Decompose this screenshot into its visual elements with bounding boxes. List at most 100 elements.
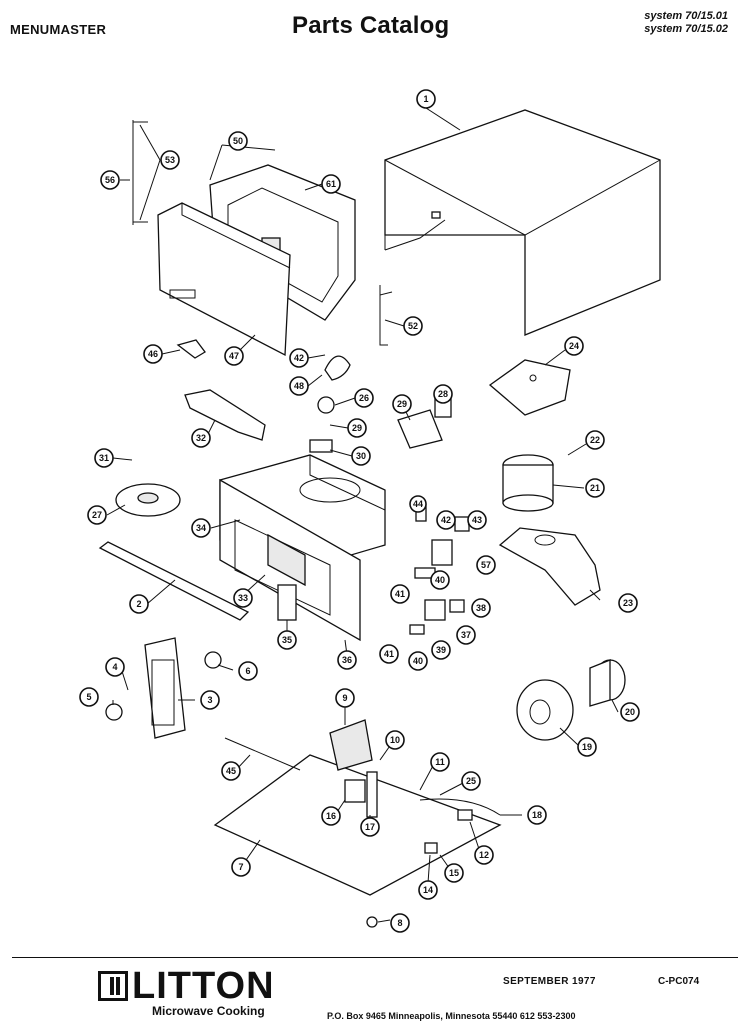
catalog-date: SEPTEMBER 1977 xyxy=(503,976,596,987)
svg-text:45: 45 xyxy=(226,766,236,776)
exploded-parts-diagram: 1 50 53 56 61 52 46 47 42 48 24 26 28 29… xyxy=(79,89,661,933)
svg-text:24: 24 xyxy=(569,341,579,351)
callout: 34 xyxy=(191,518,211,538)
part-door-handle xyxy=(132,120,148,225)
part-magnetron xyxy=(329,719,378,818)
callout: 7 xyxy=(231,857,251,877)
litton-logo-mark xyxy=(98,971,128,1001)
part-41 xyxy=(409,624,425,635)
callout: 38 xyxy=(471,598,491,618)
callout: 14 xyxy=(418,880,438,900)
callout: 29 xyxy=(347,418,367,438)
part-blower xyxy=(516,679,574,741)
svg-text:39: 39 xyxy=(436,645,446,655)
litton-logo: LITTON xyxy=(98,967,275,1005)
svg-text:43: 43 xyxy=(472,515,482,525)
callout: 35 xyxy=(277,630,297,650)
callout: 43 xyxy=(467,510,487,530)
callout: 20 xyxy=(620,702,640,722)
svg-text:3: 3 xyxy=(207,695,212,705)
callout: 40 xyxy=(408,651,428,671)
callout: 28 xyxy=(433,384,453,404)
part-knob-5 xyxy=(105,703,123,721)
svg-text:29: 29 xyxy=(397,399,407,409)
svg-text:34: 34 xyxy=(196,523,206,533)
callout: 29 xyxy=(392,394,412,414)
callout: 18 xyxy=(527,805,547,825)
svg-text:17: 17 xyxy=(365,822,375,832)
svg-text:14: 14 xyxy=(423,885,433,895)
callout: 41 xyxy=(390,584,410,604)
catalog-code: C-PC074 xyxy=(658,976,700,987)
part-12 xyxy=(457,809,473,821)
callout: 26 xyxy=(354,388,374,408)
svg-text:37: 37 xyxy=(461,630,471,640)
svg-text:30: 30 xyxy=(356,451,366,461)
part-8 xyxy=(366,916,378,928)
system-numbers: system 70/15.01 system 70/15.02 xyxy=(644,10,728,36)
svg-text:8: 8 xyxy=(397,918,402,928)
svg-text:47: 47 xyxy=(229,351,239,361)
svg-text:23: 23 xyxy=(623,598,633,608)
part-43 xyxy=(454,516,470,532)
part-38 xyxy=(449,599,465,613)
callout: 31 xyxy=(94,448,114,468)
logo-subtitle: Microwave Cooking xyxy=(152,1004,265,1018)
part-29-bracket xyxy=(397,409,443,449)
company-address: P.O. Box 9465 Minneapolis, Minnesota 554… xyxy=(327,1011,576,1021)
svg-text:50: 50 xyxy=(233,136,243,146)
part-outer-cabinet xyxy=(384,109,661,336)
svg-text:5: 5 xyxy=(86,692,91,702)
part-capacitor xyxy=(502,454,554,512)
callout: 22 xyxy=(585,430,605,450)
svg-text:56: 56 xyxy=(105,175,115,185)
part-wiring xyxy=(419,798,501,816)
callout: 8 xyxy=(390,913,410,933)
callout: 2 xyxy=(129,594,149,614)
callout: 42 xyxy=(436,510,456,530)
svg-text:46: 46 xyxy=(148,349,158,359)
svg-text:44: 44 xyxy=(413,499,423,509)
svg-text:33: 33 xyxy=(238,593,248,603)
svg-text:42: 42 xyxy=(441,515,451,525)
part-hinge xyxy=(176,339,206,359)
svg-text:48: 48 xyxy=(294,381,304,391)
svg-text:61: 61 xyxy=(326,179,336,189)
svg-text:11: 11 xyxy=(435,757,445,767)
part-knob-6 xyxy=(204,651,222,669)
callout: 4 xyxy=(105,657,125,677)
part-latch-rod xyxy=(379,285,393,346)
callout: 11 xyxy=(430,752,450,772)
callout: 16 xyxy=(321,806,341,826)
svg-text:15: 15 xyxy=(449,868,459,878)
svg-text:52: 52 xyxy=(408,321,418,331)
svg-text:28: 28 xyxy=(438,389,448,399)
callout: 44 xyxy=(409,495,427,513)
part-blower-cover xyxy=(589,659,626,707)
svg-text:35: 35 xyxy=(282,635,292,645)
svg-text:20: 20 xyxy=(625,707,635,717)
svg-text:40: 40 xyxy=(435,575,445,585)
callout: 6 xyxy=(238,661,258,681)
system-number-2: system 70/15.02 xyxy=(644,23,728,35)
part-35 xyxy=(277,584,297,621)
callout: 32 xyxy=(191,428,211,448)
svg-text:2: 2 xyxy=(136,599,141,609)
svg-text:21: 21 xyxy=(590,483,600,493)
svg-text:41: 41 xyxy=(395,589,405,599)
part-air-duct xyxy=(498,527,601,606)
callout: 57 xyxy=(476,555,496,575)
svg-text:41: 41 xyxy=(384,649,394,659)
svg-text:38: 38 xyxy=(476,603,486,613)
system-number-1: system 70/15.01 xyxy=(644,10,728,22)
callout: 15 xyxy=(444,863,464,883)
callout: 1 xyxy=(416,89,436,109)
callout: 17 xyxy=(360,817,380,837)
part-15 xyxy=(424,842,438,854)
svg-text:31: 31 xyxy=(99,453,109,463)
svg-text:9: 9 xyxy=(342,693,347,703)
callout: 24 xyxy=(564,336,584,356)
part-switch-39 xyxy=(424,599,446,621)
svg-text:27: 27 xyxy=(92,510,102,520)
svg-text:32: 32 xyxy=(196,433,206,443)
